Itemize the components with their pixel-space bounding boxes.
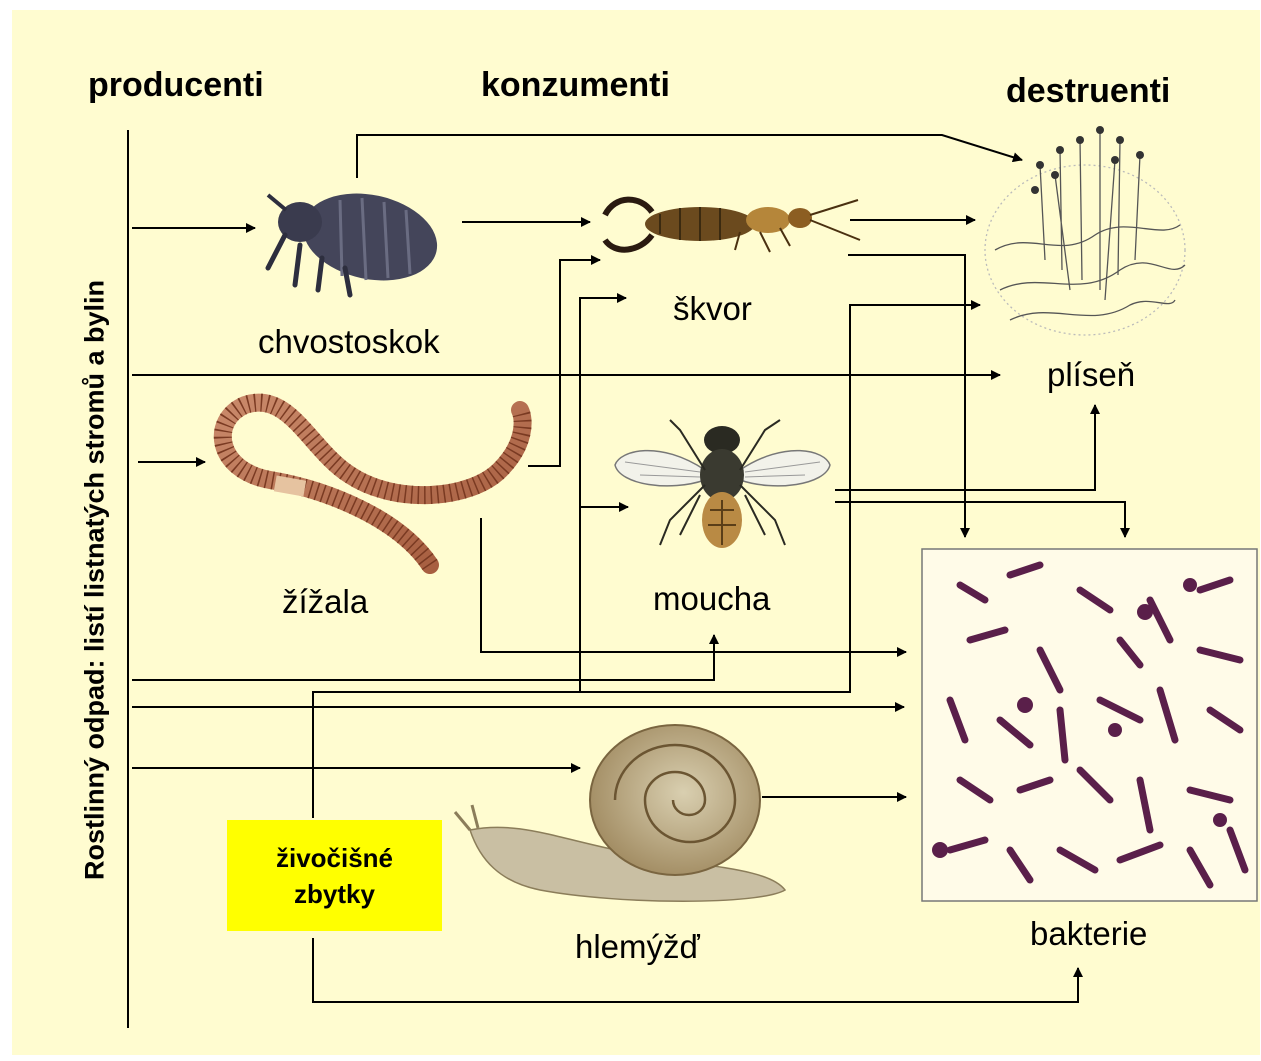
arrow-fly-to-bacteria [835, 502, 1125, 537]
arrow-earwig-to-bacteria [848, 255, 965, 537]
animal-remains-box: živočišné zbytky [227, 820, 442, 931]
arrow-springtail-to-mold [357, 135, 1022, 178]
label-bacteria: bakterie [1030, 915, 1147, 953]
label-snail: hlemýžď [575, 928, 700, 966]
arrow-litter-to-fly [132, 635, 714, 680]
plant-litter-label: Rostlinný odpad: listí listnatých stromů… [80, 280, 111, 880]
label-springtail: chvostoskok [258, 323, 440, 361]
snail-illustration [455, 725, 785, 901]
animal-remains-line1: živočišné [276, 840, 393, 876]
bacteria-illustration [922, 549, 1257, 901]
label-mold: plíseň [1047, 356, 1135, 394]
fly-illustration [615, 420, 830, 548]
label-earthworm: žížala [282, 583, 368, 621]
heading-producers: producenti [88, 66, 264, 105]
heading-decomposers: destruenti [1006, 72, 1170, 111]
earthworm-illustration [223, 403, 523, 565]
springtail-illustration [268, 182, 445, 295]
label-fly: moucha [653, 580, 770, 618]
animal-remains-line2: zbytky [276, 876, 393, 912]
label-earwig: škvor [673, 290, 752, 328]
earwig-illustration [605, 200, 860, 252]
heading-consumers: konzumenti [481, 66, 670, 105]
arrow-earthworm-to-earwig [528, 260, 600, 466]
arrow-remains-to-bacteria-top [580, 305, 980, 692]
